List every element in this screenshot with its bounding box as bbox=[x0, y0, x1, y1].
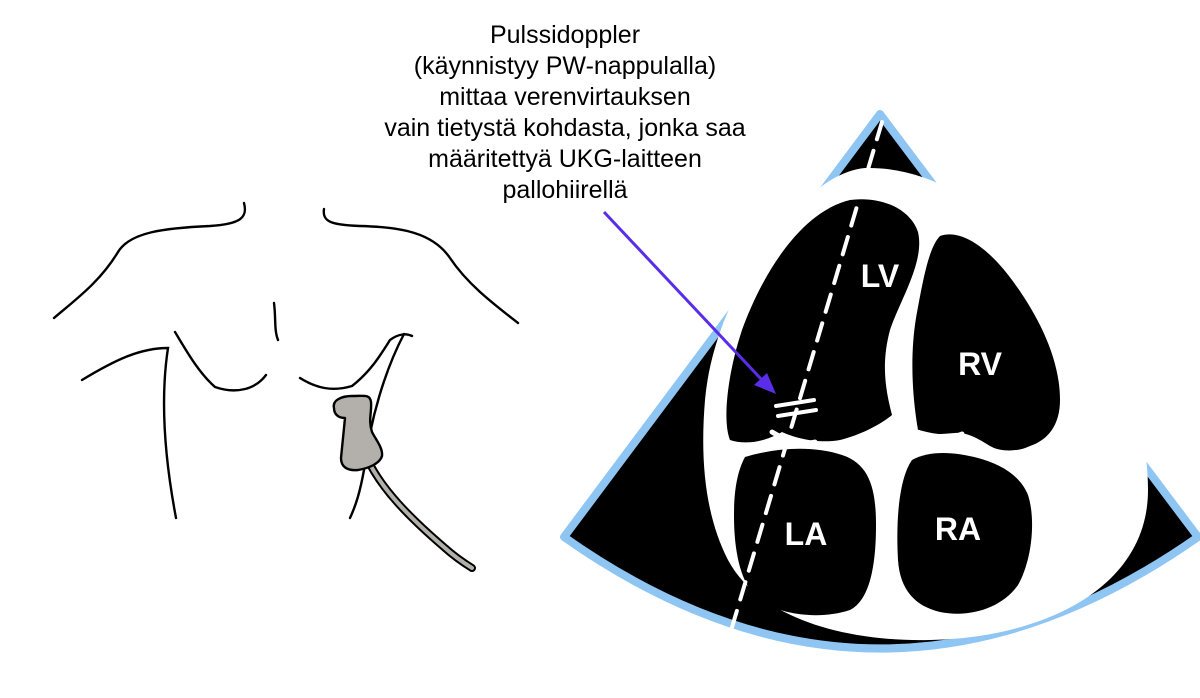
probe-cable-inner bbox=[364, 454, 474, 570]
sternum-line bbox=[272, 301, 280, 342]
doppler-annotation: Pulssidoppler (käynnistyy PW-nappulalla)… bbox=[330, 20, 800, 206]
la-cavity bbox=[734, 448, 876, 616]
pectoral-right bbox=[298, 333, 414, 390]
chamber-label-la: LA bbox=[785, 516, 828, 552]
echo-sector: LV RV LA RA bbox=[560, 110, 1200, 653]
rv-cavity bbox=[912, 234, 1060, 451]
neck-right bbox=[322, 207, 520, 325]
probe-body bbox=[332, 394, 384, 472]
annotation-line: (käynnistyy PW-nappulalla) bbox=[413, 52, 717, 80]
chamber-label-lv: LV bbox=[861, 258, 900, 294]
tricuspid-leaflet bbox=[907, 427, 965, 440]
annotation-line: määritettyä UKG-laitteen bbox=[428, 145, 702, 173]
neck-left bbox=[52, 201, 247, 320]
lv-cavity bbox=[726, 199, 920, 443]
ultrasound-probe-icon bbox=[332, 394, 476, 572]
arrow-head bbox=[754, 373, 776, 394]
ra-cavity bbox=[897, 453, 1033, 614]
mitral-leaflet bbox=[769, 429, 818, 446]
chamber-label-ra: RA bbox=[935, 511, 981, 547]
probe-cable bbox=[362, 452, 476, 572]
annotation-line: pallohiirellä bbox=[502, 176, 628, 204]
doppler-sample-gate-icon bbox=[774, 398, 818, 418]
doppler-scan-line bbox=[728, 120, 884, 636]
pectoral-left bbox=[173, 330, 268, 392]
torso-outline bbox=[52, 201, 520, 520]
chamber-label-rv: RV bbox=[958, 346, 1003, 382]
annotation-line: vain tietystä kohdasta, jonka saa bbox=[384, 114, 746, 142]
annotation-line: Pulssidoppler bbox=[489, 21, 641, 49]
chest-left-contour bbox=[80, 346, 178, 520]
annotation-line: mittaa verenvirtauksen bbox=[439, 83, 691, 111]
annotation-arrow bbox=[602, 210, 776, 394]
